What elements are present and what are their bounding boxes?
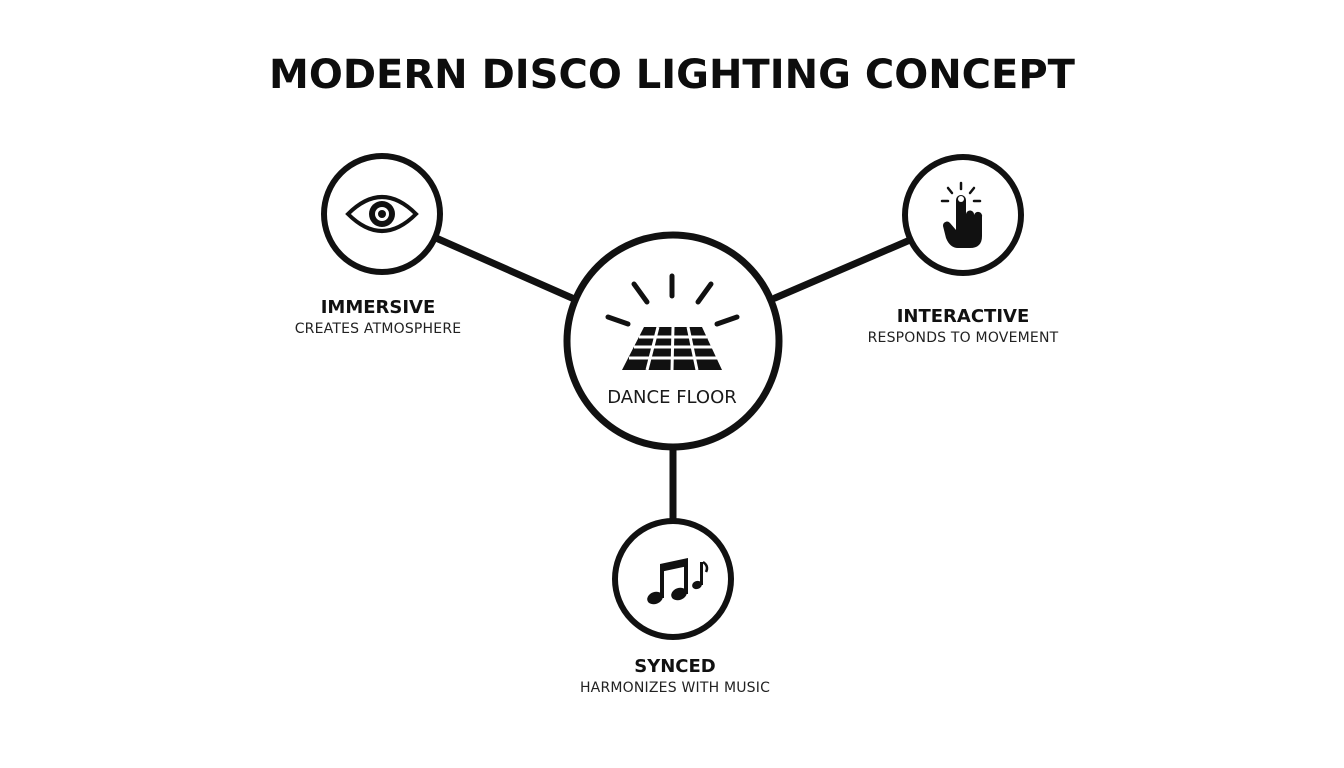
node-subtitle: HARMONIZES WITH MUSIC [579,680,771,696]
node-interactive [902,154,1024,276]
eye-icon [345,195,419,233]
label-immersive: IMMERSIVE CREATES ATMOSPHERE [248,297,508,339]
node-subtitle: RESPONDS TO MOVEMENT [867,330,1059,346]
music-notes-icon [647,558,709,605]
center-node-dance-floor [563,231,783,451]
node-immersive [321,153,443,275]
label-interactive: INTERACTIVE RESPONDS TO MOVEMENT [833,306,1093,348]
connector-interactive [771,236,914,302]
node-heading: INTERACTIVE [896,306,1030,327]
node-heading: IMMERSIVE [320,297,436,318]
node-synced [612,518,734,640]
page-title: MODERN DISCO LIGHTING CONCEPT [269,52,1075,98]
dance-floor-icon [605,273,740,371]
center-label: DANCE FLOOR [607,387,737,408]
pointing-hand-icon [940,181,983,248]
node-heading: SYNCED [634,656,716,677]
node-subtitle: CREATES ATMOSPHERE [294,321,462,337]
connector-immersive [432,234,576,302]
label-synced: SYNCED HARMONIZES WITH MUSIC [545,656,805,698]
